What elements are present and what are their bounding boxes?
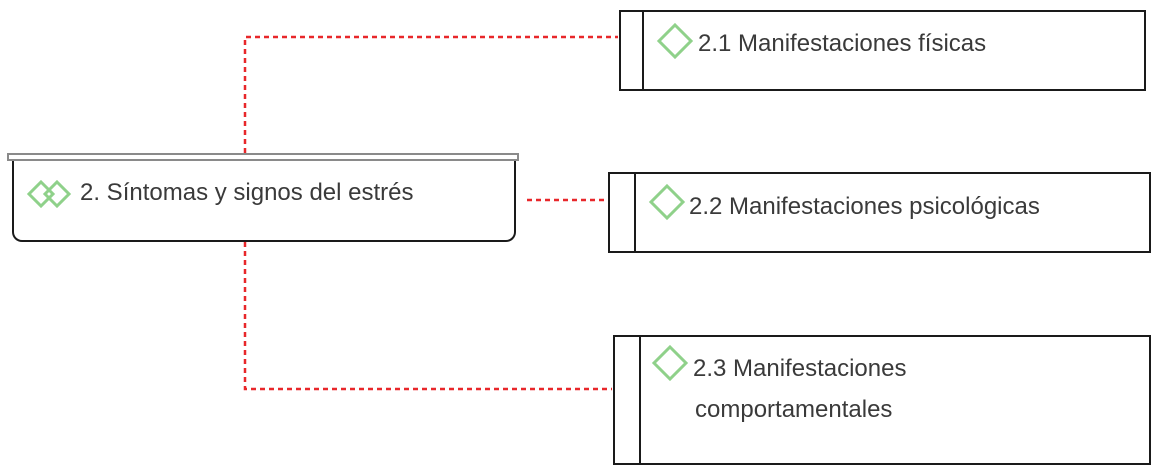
diamond-icon [656, 22, 694, 60]
subtopic-label-comportamentales-line1: 2.3 Manifestaciones [693, 355, 907, 382]
subtopic-node-comportamentales[interactable] [613, 335, 1151, 465]
subtopic-label-fisicas: 2.1 Manifestaciones físicas [698, 30, 987, 57]
central-node-top-bar [7, 153, 519, 161]
subtopic-label-comportamentales-line2: comportamentales [695, 396, 893, 423]
subtopic-stripe [642, 12, 644, 89]
connector-to-child-1 [243, 35, 618, 153]
subtopic-stripe [634, 174, 636, 251]
connector-to-child-3 [243, 242, 612, 391]
subtopic-label-psicologicas: 2.2 Manifestaciones psicológicas [689, 193, 1040, 220]
subtopic-stripe [639, 337, 641, 463]
subtopic-node-psicologicas[interactable] [608, 172, 1151, 253]
central-topic-node[interactable] [12, 161, 516, 242]
connector-lines [243, 35, 618, 391]
subtopic-node-fisicas[interactable] [619, 10, 1146, 91]
diamond-icon [648, 183, 686, 221]
double-diamond-icon [27, 180, 72, 208]
central-topic-label: 2. Síntomas y signos del estrés [80, 179, 414, 206]
diamond-icon [651, 344, 689, 382]
